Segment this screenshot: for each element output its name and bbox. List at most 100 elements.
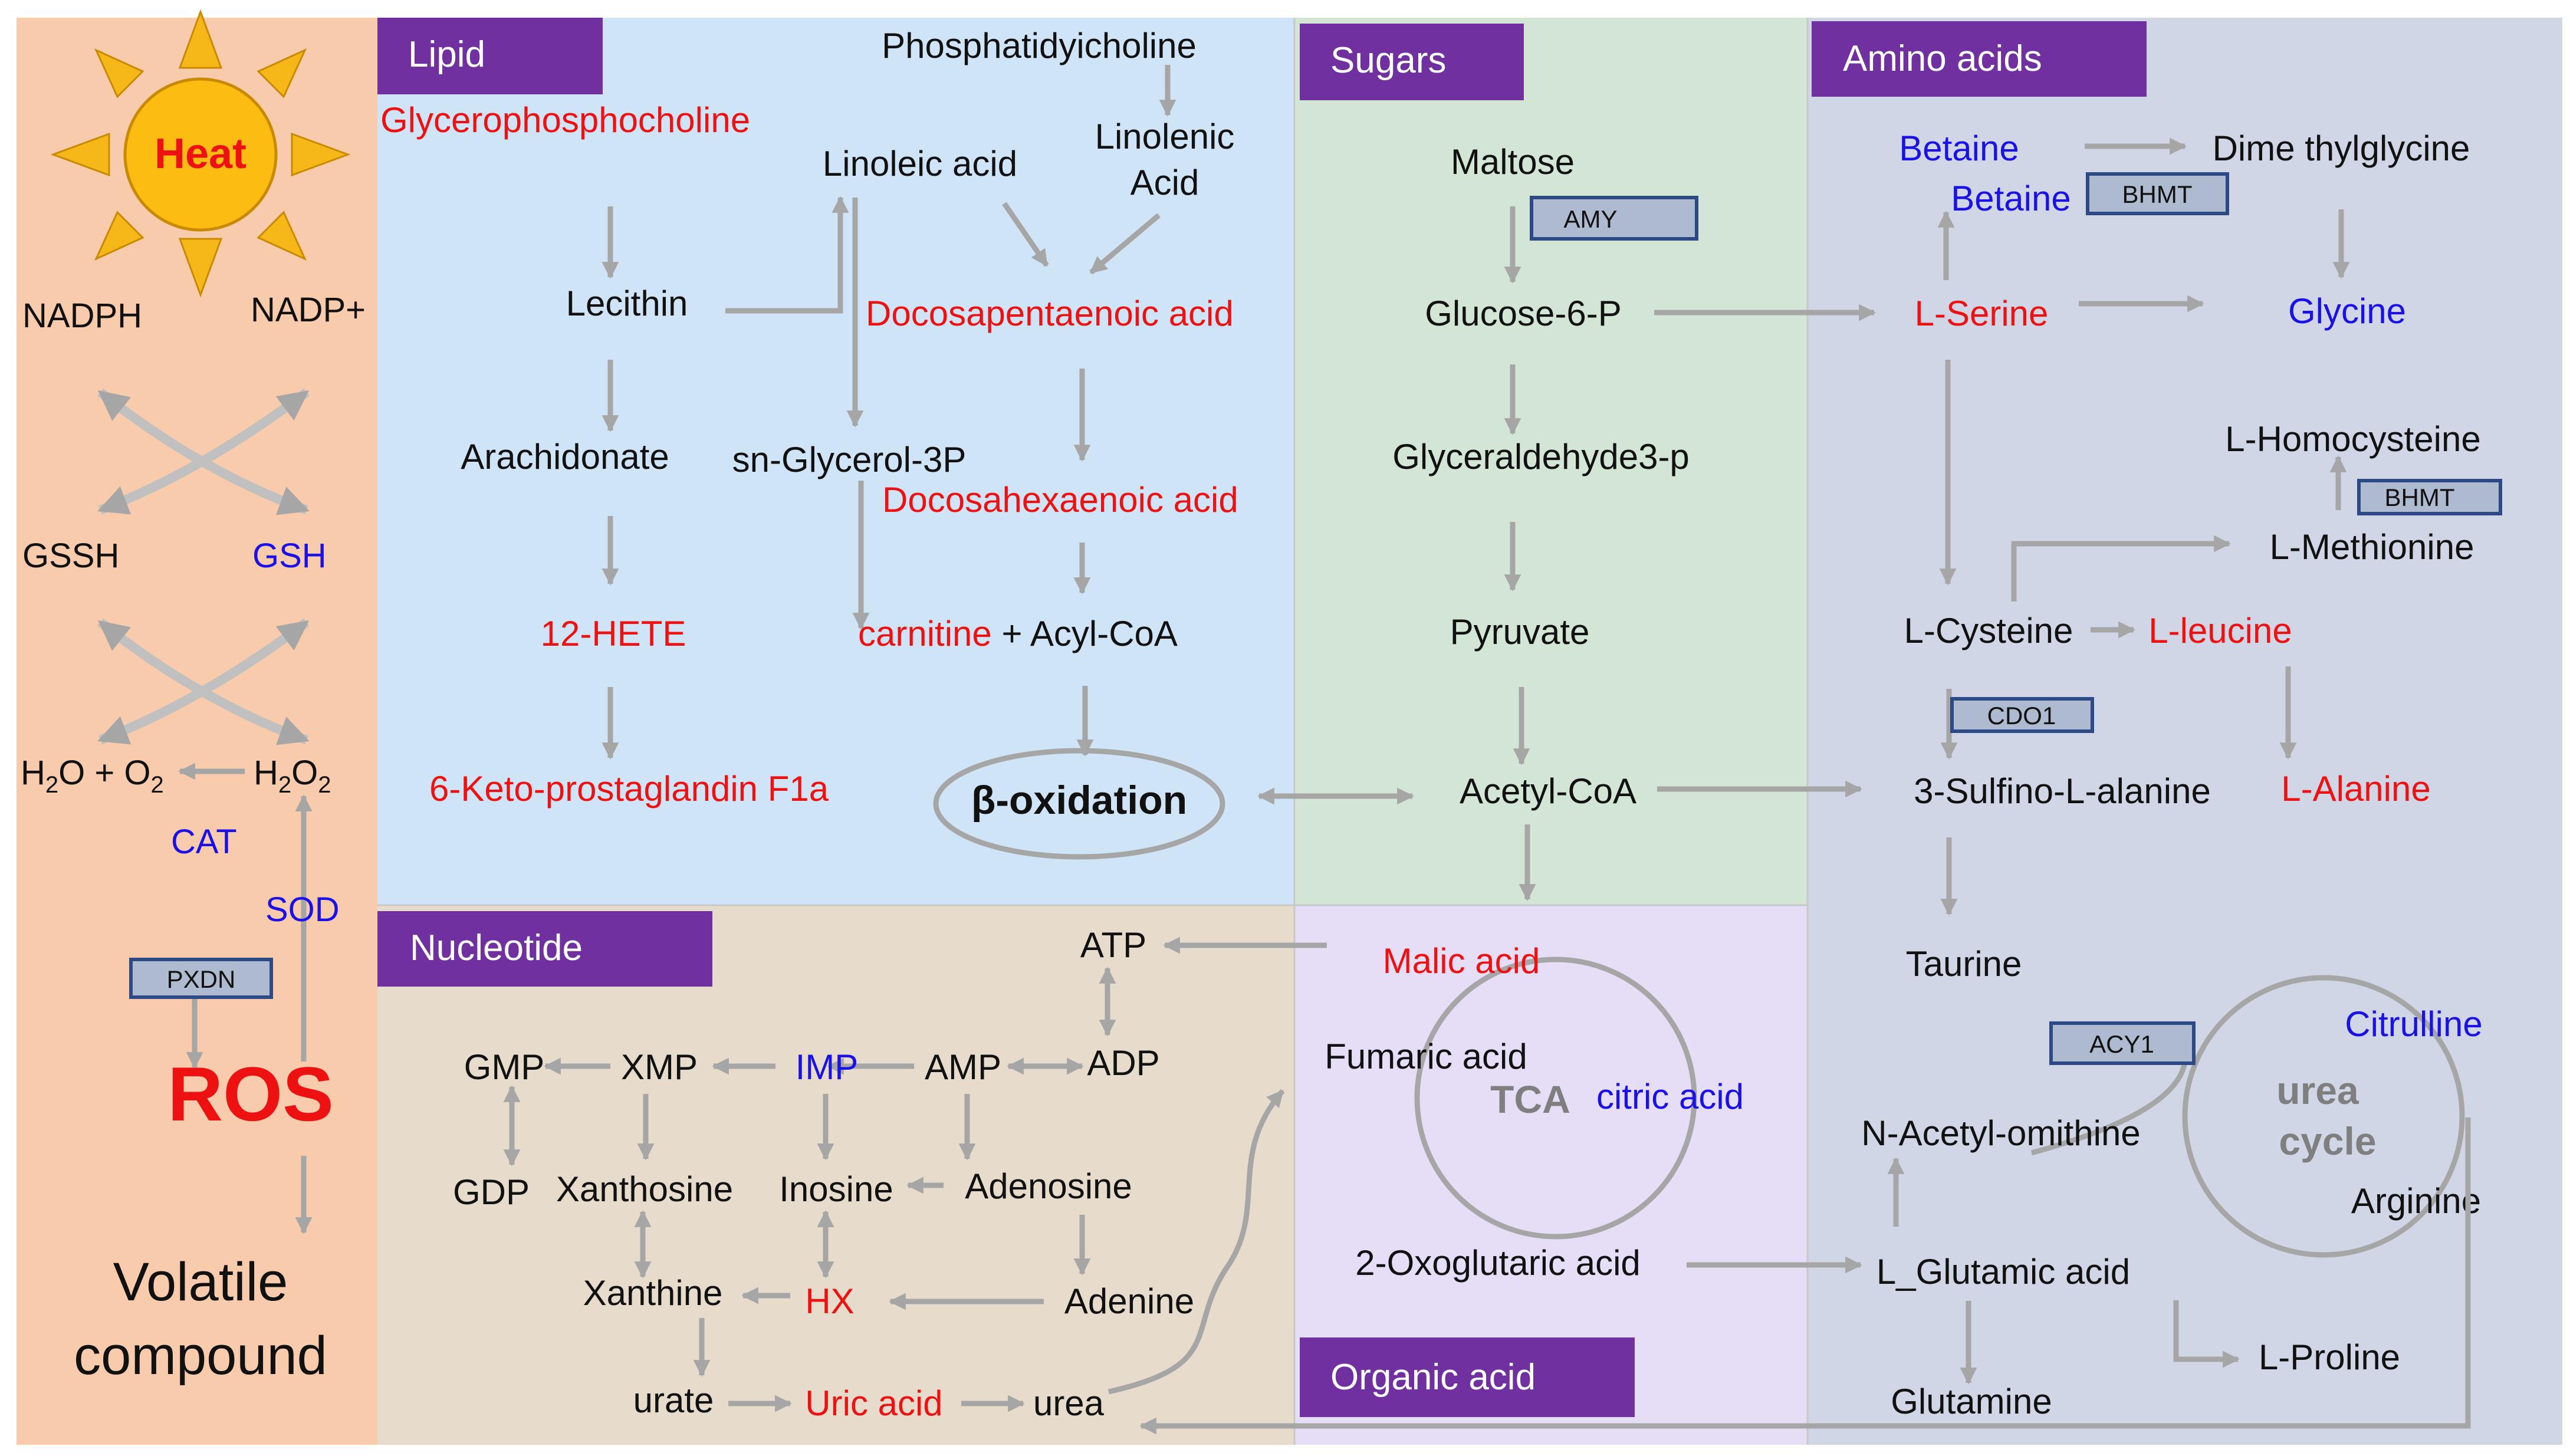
node-2-oxoglutaric-acid: 2-Oxoglutaric acid <box>1355 1243 1641 1283</box>
node-urate: urate <box>633 1381 714 1420</box>
section-header-organic-acid: Organic acid <box>1300 1337 1635 1417</box>
node-adenosine: Adenosine <box>965 1166 1132 1206</box>
node-inosine: Inosine <box>779 1169 893 1209</box>
section-header-nucleotide: Nucleotide <box>377 911 712 987</box>
acy1-enzyme-box: ACY1 <box>2049 1021 2196 1065</box>
node-adp: ADP <box>1087 1043 1159 1083</box>
nucleotide-double-arrows <box>503 967 1116 1278</box>
beta-oxidation-label: β-oxidation <box>971 778 1187 823</box>
amino-arrows <box>1687 137 2350 1385</box>
h2o-o2-label: H2O + O2 <box>21 754 164 798</box>
node-docosahexaenoic-acid: Docosahexaenoic acid <box>882 480 1238 520</box>
nadph-label: NADPH <box>22 297 142 335</box>
h2o2-label: H2O2 <box>254 754 331 798</box>
lipid-arrows <box>602 65 1176 760</box>
heat-label: Heat <box>155 130 247 178</box>
node-adenine: Adenine <box>1064 1281 1194 1321</box>
node-sn-glycerol-3p: sn-Glycerol-3P <box>732 440 967 479</box>
sod-label: SOD <box>265 890 340 929</box>
nucleotide-panel <box>377 905 1294 1445</box>
beta-oxidation-node: β-oxidation <box>933 748 1225 860</box>
urea-cycle-exit-arc <box>2030 1049 2188 1156</box>
node-l-glutamic-acid: L_Glutamic acid <box>1876 1252 2130 1291</box>
node-l-alanine: L-Alanine <box>2281 769 2431 808</box>
panel-dividers <box>377 18 1809 1445</box>
section-header-lipid: Lipid <box>377 18 603 94</box>
urea-cycle-label-line1: urea <box>2276 1069 2359 1112</box>
node-docosapentaenoic-acid: Docosapentaenoic acid <box>866 294 1234 333</box>
node-l-serine: L-Serine <box>1915 294 2049 333</box>
node-l-methionine: L-Methionine <box>2270 527 2474 567</box>
bhmt-label-2: BHMT <box>2385 484 2455 511</box>
cdo1-enzyme-box: CDO1 <box>1950 697 2094 733</box>
node-hx: HX <box>805 1281 854 1321</box>
bhmt-enzyme-box-1: BHMT <box>2086 172 2229 215</box>
node-xanthine: Xanthine <box>583 1273 723 1313</box>
amy-label: AMY <box>1563 205 1617 233</box>
sugars-arrows <box>1504 206 1876 901</box>
node-xanthosine: Xanthosine <box>556 1169 733 1209</box>
node-dimethylglycine: Dime thylglycine <box>2213 129 2470 168</box>
bhmt-enzyme-box-2: BHMT <box>2357 479 2502 515</box>
section-title-nucleotide: Nucleotide <box>410 928 583 968</box>
nadph-gsh-exchange-arrows <box>97 388 310 515</box>
tca-cycle <box>1414 957 1697 1240</box>
gsh-label: GSH <box>252 537 327 575</box>
node-maltose: Maltose <box>1451 142 1575 182</box>
node-l-cysteine: L-Cysteine <box>1904 611 2073 650</box>
section-title-lipid: Lipid <box>408 34 485 75</box>
node-fumaric-acid: Fumaric acid <box>1325 1037 1527 1076</box>
section-header-amino-acids: Amino acids <box>1812 21 2147 97</box>
node-gdp: GDP <box>453 1172 530 1212</box>
section-header-sugars: Sugars <box>1300 24 1524 100</box>
node-phosphatidylcholine: Phosphatidyicholine <box>882 26 1197 65</box>
node-arachidonate: Arachidonate <box>461 437 669 476</box>
pxdn-label: PXDN <box>167 965 236 993</box>
nadp-label: NADP+ <box>251 291 366 329</box>
node-gmp: GMP <box>464 1047 545 1087</box>
node-3-sulfino-l-alanine: 3-Sulfino-L-alanine <box>1914 771 2211 811</box>
node-12-hete: 12-HETE <box>541 614 686 653</box>
node-l-leucine: L-leucine <box>2148 611 2292 650</box>
bhmt-label-1: BHMT <box>2122 180 2193 208</box>
ros-label: ROS <box>167 1051 334 1137</box>
node-xmp: XMP <box>621 1047 698 1087</box>
sugars-panel <box>1294 18 1807 905</box>
panel-backgrounds <box>17 18 2562 1445</box>
node-glutamine: Glutamine <box>1891 1382 2052 1421</box>
cdo1-label: CDO1 <box>1987 702 2056 729</box>
cat-label: CAT <box>171 823 237 861</box>
volatile-label-line2: compound <box>74 1326 327 1386</box>
node-amp: AMP <box>925 1047 1001 1087</box>
node-malic-acid: Malic acid <box>1383 941 1540 981</box>
node-citrulline: Citrulline <box>2345 1004 2482 1044</box>
node-acetyl-coa: Acetyl-CoA <box>1460 771 1636 811</box>
node-linolenic-acid-line2: Acid <box>1130 163 1199 202</box>
node-pyruvate: Pyruvate <box>1450 612 1590 652</box>
node-n-acetyl-ornithine: N-Acetyl-omithine <box>1861 1113 2140 1153</box>
node-atp: ATP <box>1080 925 1146 965</box>
urea-cycle: urea cycle <box>2030 975 2465 1258</box>
amy-enzyme-box: AMY <box>1530 196 1698 241</box>
node-carnitine-acyl-coa: carnitine + Acyl-CoA <box>858 614 1178 653</box>
node-glycine: Glycine <box>2288 291 2406 331</box>
volatile-label-line1: Volatile <box>113 1252 288 1312</box>
sun-icon: Heat <box>50 9 351 298</box>
node-citric-acid: citric acid <box>1596 1077 1744 1116</box>
urea-cycle-label-line2: cycle <box>2279 1119 2376 1163</box>
node-glucose-6-p: Glucose-6-P <box>1425 294 1621 333</box>
node-6-keto-prostaglandin: 6-Keto-prostaglandin F1a <box>429 769 829 808</box>
node-urea: urea <box>1033 1383 1105 1423</box>
tca-label: TCA <box>1490 1077 1570 1121</box>
acy1-label: ACY1 <box>2089 1030 2154 1058</box>
node-lecithin: Lecithin <box>566 284 688 323</box>
node-betaine-top: Betaine <box>1899 129 2019 168</box>
node-arginine: Arginine <box>2351 1181 2481 1221</box>
redox-panel <box>17 18 377 1445</box>
gssh-label: GSSH <box>22 537 119 575</box>
node-taurine: Taurine <box>1906 944 2022 984</box>
section-title-organic-acid: Organic acid <box>1330 1357 1536 1398</box>
node-linolenic-acid-line1: Linolenic <box>1095 117 1235 156</box>
node-l-proline: L-Proline <box>2259 1337 2400 1377</box>
